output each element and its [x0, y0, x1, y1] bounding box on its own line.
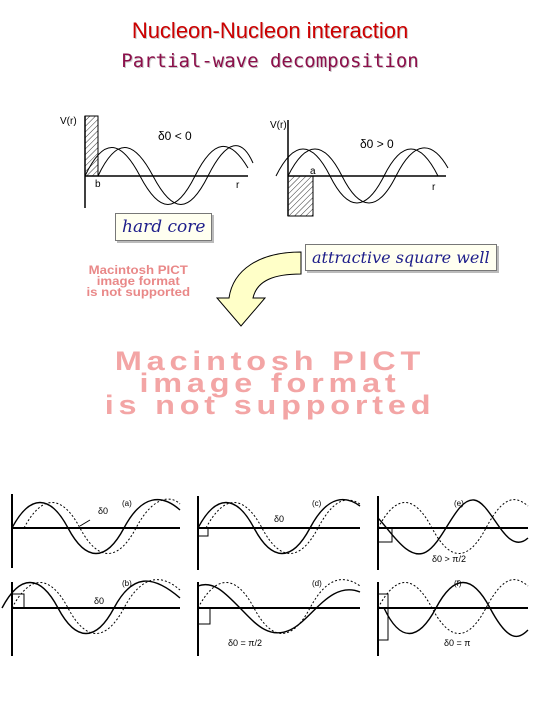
right-axis-y-label: V(r) [270, 120, 287, 131]
pict-small-line: Macintosh PICT [88, 265, 188, 277]
panel-c-annotation: δ0 [274, 514, 284, 524]
hard-core-label: hard core [115, 213, 213, 241]
panel-f-annotation: δ0 = π [444, 638, 470, 648]
square-well-potential-plot: V(r) a r δ0 > 0 [270, 120, 449, 217]
free-wave-curve [287, 147, 449, 204]
page-title: Nucleon-Nucleon interaction [131, 18, 409, 43]
curved-arrow-icon [215, 251, 302, 327]
pict-large-line: image format [139, 368, 401, 398]
page-subtitle: Partial-wave decomposition [121, 50, 419, 72]
panel-c: (c) δ0 [197, 496, 361, 570]
square-well-region [287, 175, 314, 217]
panel-a: (a) δ0 [11, 494, 181, 568]
panel-a-id: (a) [122, 499, 132, 508]
pict-notice-large: Macintosh PICT image format is not suppo… [0, 346, 540, 420]
pict-small-line: image format [96, 276, 180, 288]
left-axis-y-label: V(r) [60, 116, 77, 127]
panel-b: (b) δ0 [1, 579, 181, 656]
panel-e-annotation: δ0 > π/2 [432, 554, 466, 564]
hard-core-region [84, 115, 99, 177]
panel-d: (d) δ0 = π/2 [197, 579, 361, 656]
panel-d-id: (d) [312, 579, 322, 588]
panel-b-annotation: δ0 [94, 596, 104, 606]
panel-f: (f) δ0 = π [377, 579, 529, 656]
panel-e-id: (e) [454, 499, 464, 508]
panel-e: (e) δ0 > π/2 [377, 496, 529, 570]
square-well-label: attractive square well [305, 244, 497, 271]
pict-large-line: is not supported [104, 390, 436, 420]
right-axis-x-label: r [432, 182, 436, 193]
shifted-wave-curve [275, 148, 439, 204]
panel-a-annotation: δ0 [98, 506, 108, 516]
shifted-wave-curve [97, 145, 254, 205]
left-marker-b: b [95, 179, 101, 190]
panel-b-id: (b) [122, 579, 132, 588]
panel-d-annotation: δ0 = π/2 [228, 638, 262, 648]
panel-f-id: (f) [454, 579, 462, 588]
left-axis-x-label: r [236, 180, 240, 191]
hard-core-potential-plot: V(r) b r δ0 < 0 [60, 115, 254, 208]
panel-c-id: (c) [312, 499, 322, 508]
left-phase-label: δ0 < 0 [158, 129, 192, 143]
pict-notice-small: Macintosh PICT image format is not suppo… [52, 265, 225, 299]
right-marker-a: a [310, 166, 316, 177]
phase-shift-panels: (a) δ0 (c) δ0 (e) δ0 > π/2 (b) δ0 [1, 494, 529, 656]
free-wave-curve [84, 146, 249, 205]
right-phase-label: δ0 > 0 [360, 137, 394, 151]
pict-large-line: Macintosh PICT [114, 346, 426, 376]
pict-small-line: is not supported [86, 287, 191, 299]
